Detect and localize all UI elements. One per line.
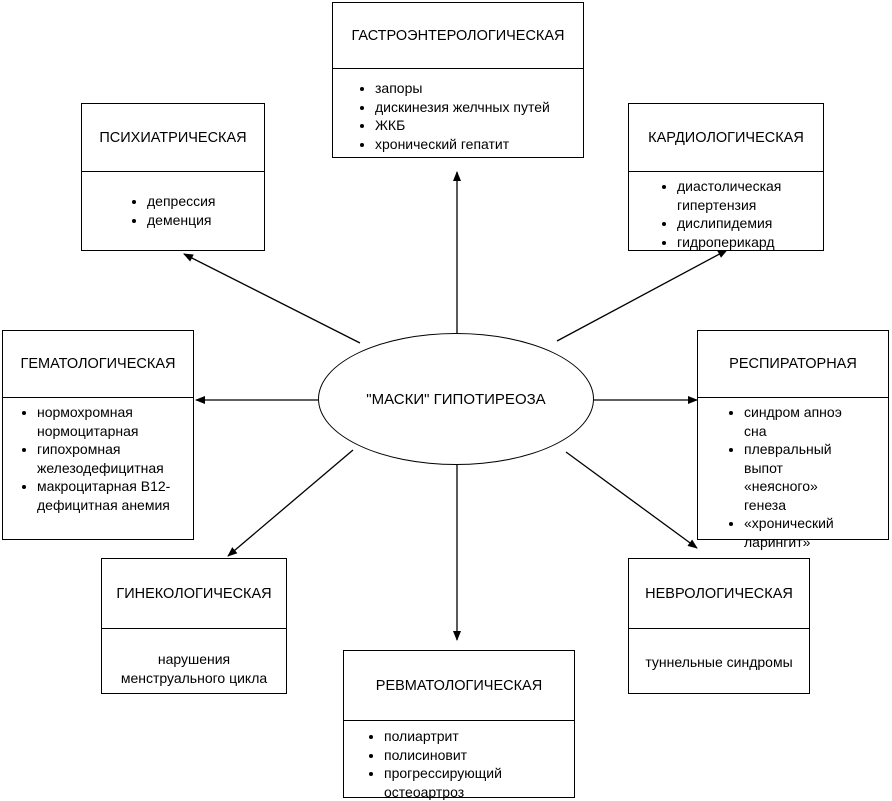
- list-item: макроцитарная В12-дефицитная анемия: [37, 477, 191, 514]
- list-item: «хронический ларингит»: [744, 514, 848, 551]
- list-item: депрессия: [147, 192, 264, 211]
- box-psych-title: ПСИХИАТРИЧЕСКАЯ: [82, 104, 264, 172]
- box-neuro-text: туннельные синдромы: [645, 654, 793, 670]
- box-resp: РЕСПИРАТОРНАЯ синдром апноэ сна плевраль…: [697, 330, 889, 550]
- list-item: нормохромная нормоцитарная: [37, 403, 191, 440]
- center-node: "МАСКИ" ГИПОТИРЕОЗА: [318, 333, 594, 465]
- list-item: синдром апноэ сна: [744, 403, 848, 440]
- box-resp-title: РЕСПИРАТОРНАЯ: [698, 331, 888, 398]
- list-item: ЖКБ: [375, 116, 583, 135]
- box-cardio: КАРДИОЛОГИЧЕСКАЯ диастолическая гипертен…: [628, 103, 824, 251]
- list-item: полисиновит: [384, 746, 534, 765]
- arrow-to-cardio: [556, 249, 728, 342]
- box-hemato: ГЕМАТОЛОГИЧЕСКАЯ нормохромная нормоцитар…: [2, 330, 194, 540]
- list-item: диастолическая гипертензия: [677, 177, 819, 214]
- box-gastro: ГАСТРОЭНТЕРОЛОГИЧЕСКАЯ запоры дискинезия…: [332, 2, 584, 158]
- box-gyn: ГИНЕКОЛОГИЧЕСКАЯ нарушения менструальног…: [101, 558, 287, 694]
- list-item: гидроперикард: [677, 233, 819, 252]
- box-rheum-title: РЕВМАТОЛОГИЧЕСКАЯ: [344, 651, 574, 721]
- list-item: гипохромная железодефицитная: [37, 440, 191, 477]
- box-rheum: РЕВМАТОЛОГИЧЕСКАЯ полиартрит полисиновит…: [343, 650, 575, 801]
- box-cardio-title: КАРДИОЛОГИЧЕСКАЯ: [629, 104, 823, 172]
- list-item: дислипидемия: [677, 214, 819, 233]
- box-gastro-title: ГАСТРОЭНТЕРОЛОГИЧЕСКАЯ: [333, 3, 583, 69]
- list-item: плевральный выпот «неясного» генеза: [744, 440, 848, 514]
- list-item: запоры: [375, 79, 583, 98]
- center-label: "МАСКИ" ГИПОТИРЕОЗА: [366, 390, 546, 408]
- box-gyn-text: нарушения менструального цикла: [120, 651, 268, 686]
- box-gyn-title: ГИНЕКОЛОГИЧЕСКАЯ: [102, 559, 286, 629]
- box-psych: ПСИХИАТРИЧЕСКАЯ депрессия деменция: [81, 103, 265, 251]
- list-item: дискинезия желчных путей: [375, 98, 583, 117]
- box-hemato-title: ГЕМАТОЛОГИЧЕСКАЯ: [3, 331, 193, 398]
- list-item: хронический гепатит: [375, 135, 583, 154]
- list-item: полиартрит: [384, 727, 534, 746]
- box-neuro-title: НЕВРОЛОГИЧЕСКАЯ: [629, 559, 809, 629]
- list-item: деменция: [147, 211, 264, 230]
- box-neuro: НЕВРОЛОГИЧЕСКАЯ туннельные синдромы: [628, 558, 810, 694]
- arrow-to-gyn: [227, 449, 354, 557]
- arrow-to-psych: [183, 253, 361, 344]
- list-item: прогрессирующий остеоартроз: [384, 764, 534, 801]
- arrow-to-neuro: [565, 451, 698, 549]
